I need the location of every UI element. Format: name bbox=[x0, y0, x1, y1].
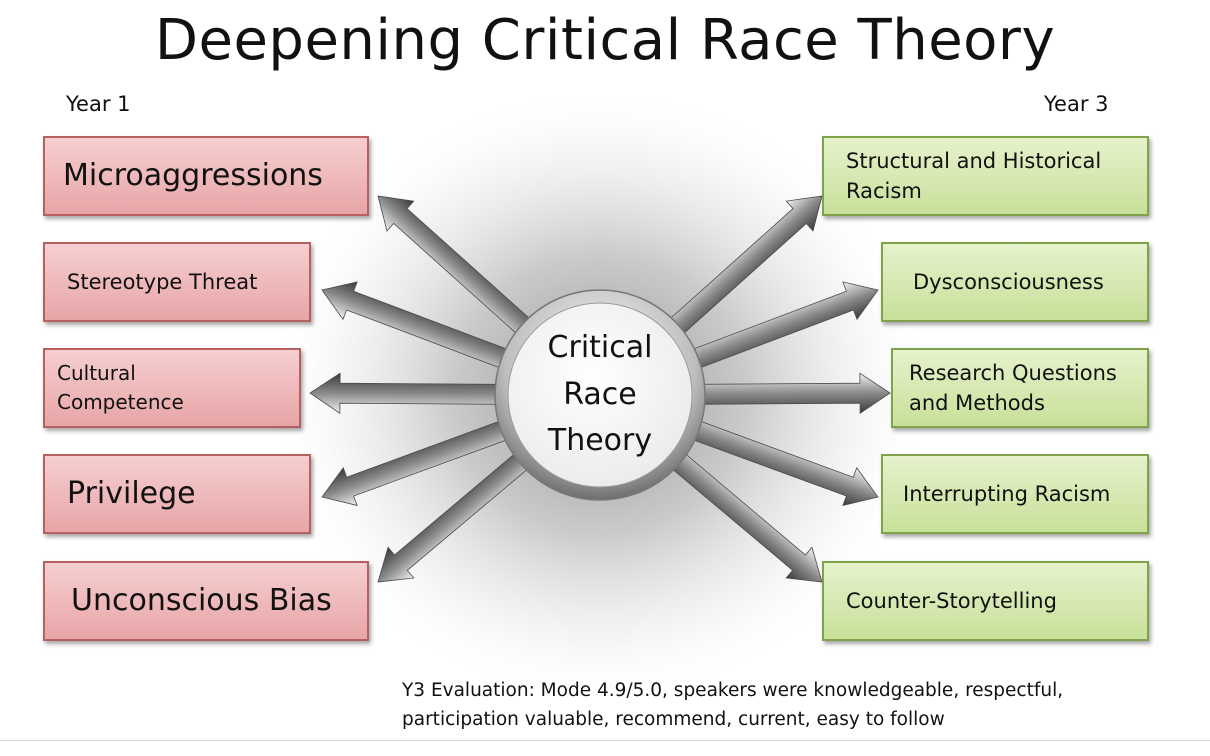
year3-box-label: Counter-Storytelling bbox=[846, 588, 1057, 613]
year3-box-counter-storytelling: Counter-Storytelling bbox=[822, 561, 1149, 641]
year1-box-stereotype-threat: Stereotype Threat bbox=[43, 242, 311, 322]
year3-box-dysconsciousness: Dysconsciousness bbox=[881, 242, 1149, 322]
page-title: Deepening Critical Race Theory bbox=[154, 8, 1056, 73]
year1-box-privilege: Privilege bbox=[43, 454, 311, 534]
year1-box-label: Cultural Competence bbox=[57, 361, 184, 414]
year1-box-microaggressions: Microaggressions bbox=[43, 136, 369, 216]
year1-box-label: Stereotype Threat bbox=[67, 269, 258, 294]
year3-box-label: Research Questions and Methods bbox=[909, 360, 1117, 415]
year3-box-label: Structural and Historical Racism bbox=[846, 148, 1102, 203]
year3-box-research-questions-methods: Research Questions and Methods bbox=[891, 348, 1149, 428]
arrow-group bbox=[309, 195, 891, 583]
evaluation-note: Y3 Evaluation: Mode 4.9/5.0, speakers we… bbox=[402, 680, 1064, 731]
year-3-label: Year 3 bbox=[1044, 92, 1109, 116]
year3-box-label: Interrupting Racism bbox=[903, 481, 1111, 506]
year3-box-label: Dysconsciousness bbox=[913, 269, 1104, 294]
center-label: Critical Race Theory bbox=[547, 330, 653, 459]
year-1-label: Year 1 bbox=[66, 92, 131, 116]
year1-box-label: Unconscious Bias bbox=[71, 583, 332, 619]
center-circle bbox=[507, 302, 693, 488]
year3-box-structural-historical-racism: Structural and Historical Racism bbox=[822, 136, 1149, 216]
year1-box-unconscious-bias: Unconscious Bias bbox=[43, 561, 369, 641]
year3-box-interrupting-racism: Interrupting Racism bbox=[881, 454, 1149, 534]
year1-box-label: Microaggressions bbox=[63, 158, 323, 194]
year1-box-cultural-competence: Cultural Competence bbox=[43, 348, 301, 428]
year1-box-label: Privilege bbox=[67, 476, 196, 512]
bottom-divider bbox=[0, 740, 1210, 741]
